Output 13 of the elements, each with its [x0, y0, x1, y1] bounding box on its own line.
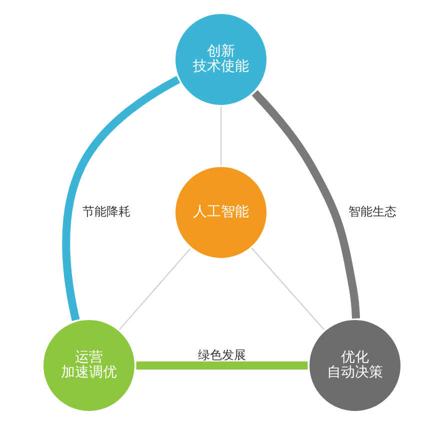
node-circle: 创新 技术使能 [172, 11, 270, 108]
edge-label: 绿色发展 [198, 348, 246, 362]
edge-label: 智能生态 [348, 204, 396, 219]
edge-label: 节能降耗 [82, 204, 130, 219]
connector [251, 248, 325, 330]
connector [220, 106, 222, 166]
node-circle: 人工智能 [172, 164, 270, 261]
connector [252, 90, 360, 319]
connector [136, 362, 308, 370]
node-circle: 优化 自动决策 [306, 317, 404, 414]
connector [118, 248, 191, 330]
connector [62, 76, 180, 321]
node-circle: 运营 加速调优 [40, 317, 138, 414]
